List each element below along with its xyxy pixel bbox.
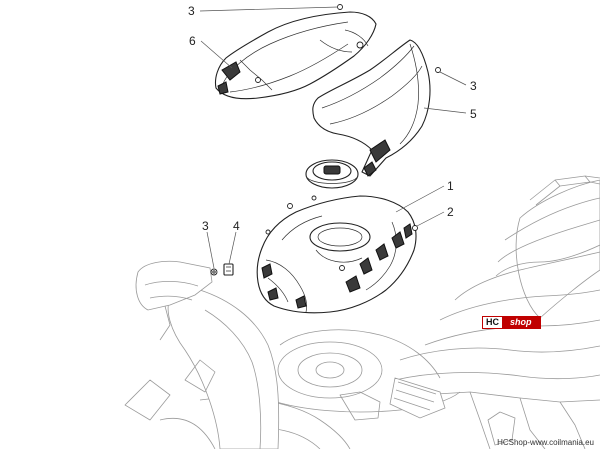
fuel-cap: [305, 159, 359, 189]
part-6-left-cover: [214, 11, 377, 100]
callout-6: 6: [189, 34, 196, 48]
part-5-right-cover: [312, 39, 441, 177]
footer-watermark: HCShop-www.coilmania.eu: [497, 438, 594, 447]
logo-suffix: shop: [502, 317, 540, 328]
callout-4: 4: [233, 219, 240, 233]
callout-3-top: 3: [188, 4, 195, 18]
callout-5: 5: [470, 107, 477, 121]
part-4-clip: [223, 263, 234, 276]
callout-2: 2: [447, 205, 454, 219]
screws: [210, 4, 343, 276]
callout-1: 1: [447, 179, 454, 193]
callout-numbers: 3 6 3 5 1 2 3 4: [188, 4, 477, 233]
hcshop-logo: HC shop: [482, 316, 541, 329]
callout-3-left: 3: [202, 219, 209, 233]
leader-lines: [199, 6, 467, 269]
part-1-tank: [256, 195, 418, 314]
ghost-motorcycle: [124, 175, 600, 449]
logo-brand: HC: [483, 317, 502, 328]
callout-3-right: 3: [470, 79, 477, 93]
